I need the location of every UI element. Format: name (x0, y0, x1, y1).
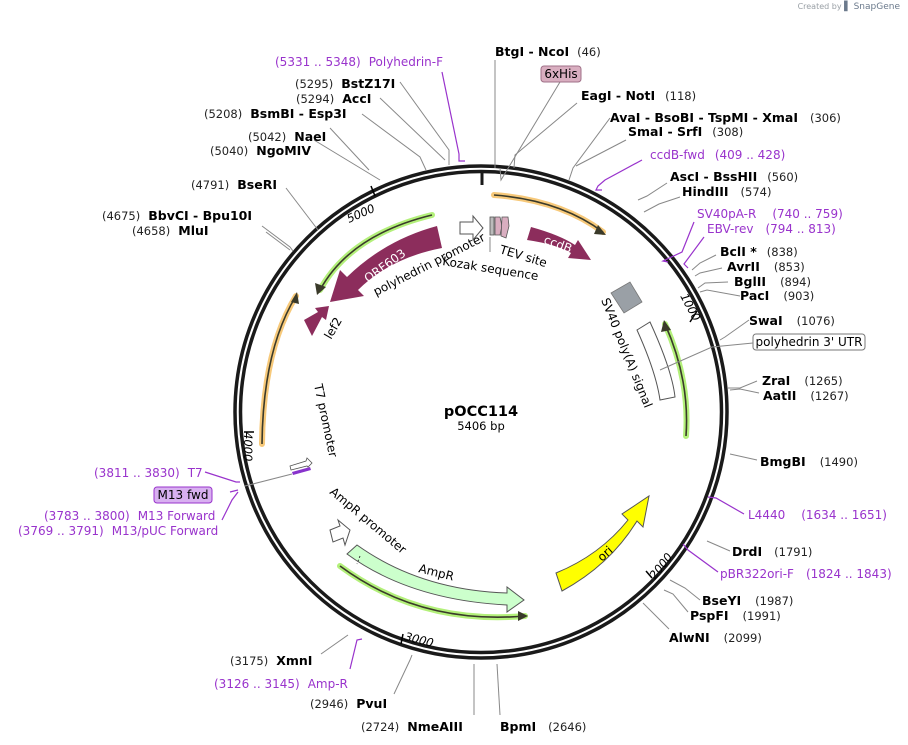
primer-label[interactable]: EBV-rev(794 .. 813) (707, 222, 836, 236)
ccdb-feature[interactable] (527, 227, 591, 260)
enzyme-label[interactable]: HindIII(574) (682, 184, 771, 199)
enzyme-label[interactable]: AatII(1267) (763, 388, 849, 403)
ampr-feature[interactable] (346, 544, 525, 613)
polyhedrin-3utr-box[interactable] (752, 333, 866, 351)
tev-site-feature[interactable] (500, 216, 510, 239)
enzyme-label[interactable]: EagI - NotI(118) (581, 88, 696, 103)
enzyme-label[interactable]: (5295)BstZ17I (295, 76, 395, 91)
sv40-polya-feature[interactable] (636, 321, 676, 401)
m13-fwd-box[interactable] (153, 486, 213, 504)
kozak-feature[interactable] (489, 216, 495, 236)
ccdb-label: ccdB (542, 233, 574, 256)
polyhedrin-promoter-arrow[interactable] (459, 214, 484, 242)
primer-label[interactable]: (3811 .. 3830)T7 (94, 466, 203, 480)
primer-label[interactable]: (3783 .. 3800)M13 Forward (44, 509, 215, 523)
t7-promoter-arrow[interactable] (289, 457, 313, 471)
credit-prefix: Created by (797, 2, 842, 11)
orf-green-right[interactable] (664, 323, 688, 437)
orf-orange-left[interactable] (261, 295, 297, 445)
enzyme-label[interactable]: PacI(903) (740, 288, 814, 303)
enzyme-label[interactable]: DrdI(1791) (732, 544, 812, 559)
orf-orange-left-halo (259, 293, 299, 447)
m13-fwd-leader (244, 473, 293, 487)
enzyme-label[interactable]: BmgBI(1490) (760, 454, 858, 469)
primer-label[interactable]: SV40pA-R(740 .. 759) (697, 207, 843, 221)
plasmid-length: 5406 bp (457, 419, 505, 433)
ampr-promoter-arrow[interactable] (329, 518, 351, 547)
enzyme-label[interactable]: BglII(894) (734, 274, 811, 289)
orf-orange-top[interactable] (493, 194, 604, 233)
arrowhead-icon (315, 283, 326, 295)
enzyme-label[interactable]: AvrII(853) (727, 259, 805, 274)
snapgene-logo: ▌ (844, 2, 852, 12)
enzyme-label[interactable]: AscI - BssHII(560) (670, 169, 798, 184)
enzyme-label[interactable]: (5208)BsmBI - Esp3I (204, 106, 347, 121)
his-tag-label: 6xHis (544, 67, 577, 81)
enzyme-label[interactable]: PspFI(1991) (690, 608, 781, 623)
enzyme-label[interactable]: ZraI(1265) (762, 373, 843, 388)
polyhedrin-3utr-label: polyhedrin 3' UTR (756, 335, 863, 349)
enzyme-label[interactable]: BtgI - NcoI(46) (495, 44, 601, 59)
ori-feature[interactable] (555, 494, 650, 592)
enzyme-label[interactable]: (5040)NgoMIV (210, 143, 311, 158)
primer-label[interactable]: (3769 .. 3791)M13/pUC Forward (18, 524, 218, 538)
his-tag-box[interactable] (540, 65, 582, 83)
snapgene-credit: Created by ▌ SnapGene (798, 2, 900, 12)
orf603-feature[interactable] (330, 226, 442, 302)
plasmid-name: pOCC114 (444, 404, 518, 420)
orf-orange-top-halo (491, 192, 606, 235)
enzyme-label[interactable]: SmaI - SrfI(308) (628, 124, 743, 139)
tick-4000: 4000 (241, 432, 255, 461)
enzyme-label[interactable]: (5294)AccI (296, 91, 371, 106)
arrowhead-icon (661, 320, 671, 332)
primer-label[interactable]: L4440(1634 .. 1651) (748, 508, 887, 522)
enzyme-label[interactable]: (4658)MluI (132, 223, 209, 238)
enzyme-label[interactable]: BseYI(1987) (702, 593, 793, 608)
enzyme-leaders (261, 60, 760, 716)
arrowhead-icon (291, 292, 299, 304)
orf-green-top[interactable] (319, 214, 433, 291)
primer-label[interactable]: pBR322ori-F(1824 .. 1843) (720, 567, 892, 581)
orf-green-bottom[interactable] (339, 565, 526, 618)
enzyme-label[interactable]: (3175)XmnI (230, 653, 312, 668)
credit-brand: SnapGene (853, 2, 900, 12)
enzyme-label[interactable]: (2946)PvuI (310, 696, 387, 711)
enzyme-label[interactable]: BclI *(838) (720, 244, 798, 259)
arrowhead-icon (594, 225, 606, 235)
m13-fwd-label: M13 fwd (158, 488, 209, 502)
primer-label[interactable]: (5331 .. 5348)Polyhedrin-F (275, 55, 443, 69)
enzyme-label[interactable]: AvaI - BsoBI - TspMI - XmaI(306) (610, 110, 841, 125)
lef2-feature[interactable] (304, 306, 329, 336)
primer-label[interactable]: ccdB-fwd(409 .. 428) (650, 148, 785, 162)
enzyme-label[interactable]: (5042)NaeI (248, 129, 326, 144)
enzyme-label[interactable]: (4791)BseRI (191, 177, 277, 192)
enzyme-label[interactable]: SwaI(1076) (749, 313, 835, 328)
primer-leaders (204, 71, 745, 670)
enzyme-label[interactable]: (4675)BbvCI - Bpu10I (102, 208, 252, 223)
utr-leader (659, 342, 754, 371)
enzyme-label[interactable]: BpmI(2646) (500, 719, 586, 734)
gray-feature[interactable] (610, 281, 643, 314)
ampr-dashed-divider (356, 555, 361, 565)
primer-label[interactable]: (3126 .. 3145)Amp-R (214, 677, 348, 691)
t7-promoter-label: T7 promoter (311, 382, 340, 459)
enzyme-label[interactable]: (2724)NmeAIII (361, 719, 463, 734)
m13-fwd-feature[interactable] (292, 467, 311, 475)
arrowhead-icon (518, 611, 528, 621)
enzyme-label[interactable]: AlwNI(2099) (669, 630, 762, 645)
tick-3000: 3000 (403, 629, 435, 650)
